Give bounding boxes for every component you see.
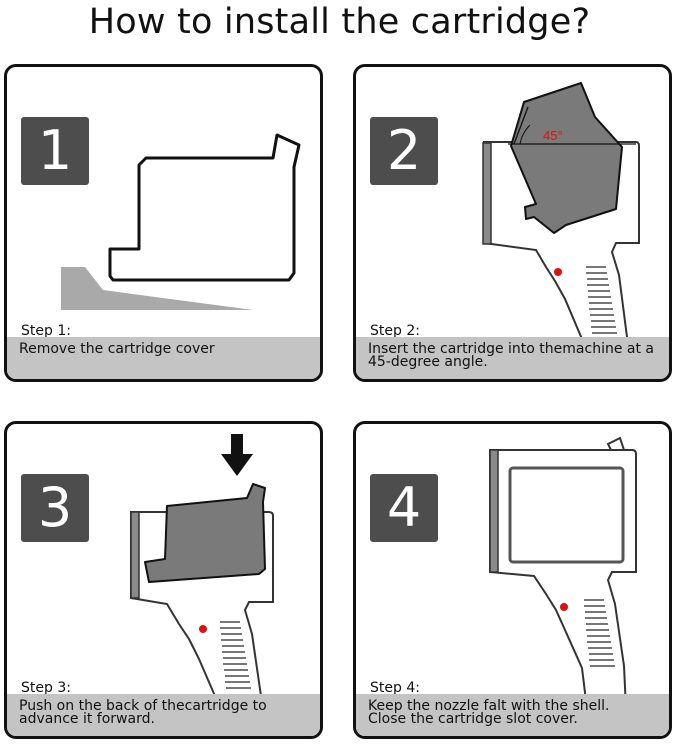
arrow-down-icon (221, 434, 253, 476)
step-3-panel: 3 Step 3: Push on the back of thecartrid… (4, 421, 323, 739)
step-3-label: Step 3: (21, 680, 71, 696)
step-2-description-line: 45-degree angle. (368, 354, 488, 370)
step-4-description-line: Keep the nozzle falt with the shell. (368, 698, 610, 714)
step-2-illustration: 45° (482, 82, 640, 379)
step-1-illustration (61, 133, 301, 310)
step-1-description-line: Remove the cartridge cover (19, 341, 215, 357)
step-3-description-line: advance it forward. (19, 711, 155, 727)
step-3-description-line: Push on the back of thecartridge to (19, 698, 267, 714)
step-4-illustration (489, 436, 637, 710)
trigger-dot (199, 625, 207, 633)
step-3-number-badge: 3 (21, 474, 89, 542)
printer-side-strip (489, 449, 499, 573)
step-4-description: Keep the nozzle falt with the shell. Clo… (356, 694, 669, 736)
trigger-dot (560, 603, 568, 611)
printer-grip-lines (586, 266, 617, 334)
step-3-illustration (130, 434, 274, 736)
cartridge-cover-shape (61, 267, 253, 310)
step-4-number-badge: 4 (370, 474, 438, 542)
angle-arc (519, 124, 531, 145)
page-title: How to install the cartridge? (88, 2, 591, 42)
trigger-dot (554, 268, 562, 276)
step-2-label: Step 2: (370, 323, 420, 339)
step-1-number-badge: 1 (21, 117, 89, 185)
tilted-cartridge (510, 82, 623, 234)
step-4-panel: 4 Step 4: Keep the nozzle falt with the … (353, 421, 672, 739)
pushed-cartridge (144, 483, 266, 583)
printer-grip-lines (584, 599, 615, 667)
step-4-label: Step 4: (370, 680, 420, 696)
angle-guide-line (513, 106, 529, 145)
printer-grip-lines (220, 621, 251, 689)
step-2-panel: 45° 2 Step 2: Insert the cartridge into … (353, 64, 672, 382)
step-1-panel: 1 Step 1: Remove the cartridge cover (4, 64, 323, 382)
printer-side-strip (482, 142, 492, 245)
step-2-number-badge: 2 (370, 117, 438, 185)
step-2-description-line: Insert the cartridge into themachine at … (368, 341, 654, 357)
step-1-description: Remove the cartridge cover (7, 337, 320, 379)
step-1-label: Step 1: (21, 323, 71, 339)
angle-label: 45° (543, 128, 563, 143)
step-3-description: Push on the back of thecartridge to adva… (7, 694, 320, 736)
cartridge-outline (108, 133, 301, 282)
step-2-description: Insert the cartridge into themachine at … (356, 337, 669, 379)
printer-side-strip (130, 511, 140, 599)
slot-cover-screen (508, 466, 625, 564)
step-4-description-line: Close the cartridge slot cover. (368, 711, 578, 727)
